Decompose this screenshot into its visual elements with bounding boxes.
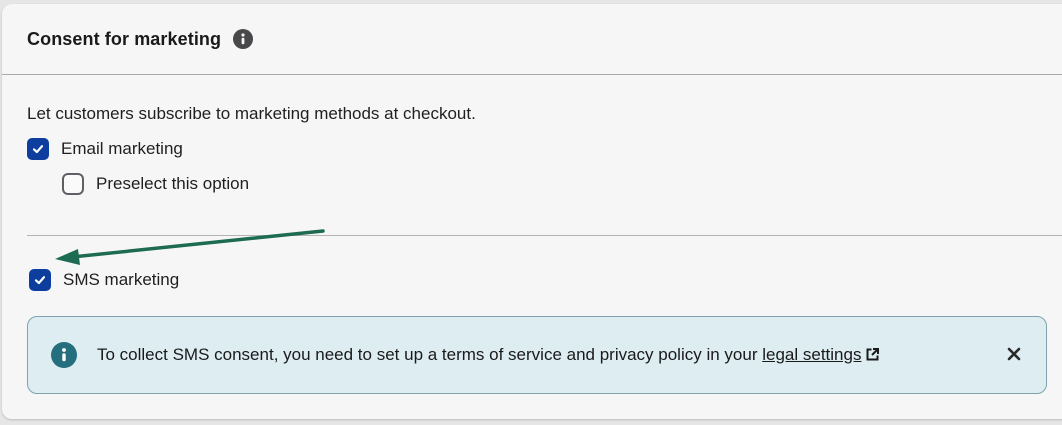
banner-message: To collect SMS consent, you need to set … xyxy=(97,344,880,366)
checkmark-icon xyxy=(34,276,46,285)
sms-consent-info-banner: To collect SMS consent, you need to set … xyxy=(27,316,1047,394)
checkmark-icon xyxy=(32,145,44,154)
consent-for-marketing-card: Consent for marketing Let customers subs… xyxy=(2,4,1062,419)
close-icon xyxy=(1007,347,1021,361)
card-body: Let customers subscribe to marketing met… xyxy=(2,75,1062,195)
card-title: Consent for marketing xyxy=(27,28,222,49)
external-link-icon[interactable] xyxy=(866,346,880,366)
email-marketing-option[interactable]: Email marketing xyxy=(27,138,1047,160)
description-text: Let customers subscribe to marketing met… xyxy=(27,104,476,123)
preselect-checkbox[interactable] xyxy=(62,173,84,195)
section-divider xyxy=(27,235,1062,236)
sms-marketing-checkbox[interactable] xyxy=(29,269,51,291)
email-marketing-label[interactable]: Email marketing xyxy=(61,139,183,158)
email-marketing-checkbox[interactable] xyxy=(27,138,49,160)
sms-marketing-label[interactable]: SMS marketing xyxy=(63,270,180,289)
preselect-option[interactable]: Preselect this option xyxy=(62,173,1047,195)
close-banner-button[interactable] xyxy=(1004,344,1024,364)
info-icon[interactable] xyxy=(233,29,254,49)
legal-settings-link[interactable]: legal settings xyxy=(762,344,862,364)
preselect-label[interactable]: Preselect this option xyxy=(96,174,250,193)
banner-text: To collect SMS consent, you need to set … xyxy=(97,344,763,364)
info-icon xyxy=(51,342,77,368)
sms-marketing-option[interactable]: SMS marketing xyxy=(29,269,179,291)
card-header: Consent for marketing xyxy=(2,4,1062,75)
